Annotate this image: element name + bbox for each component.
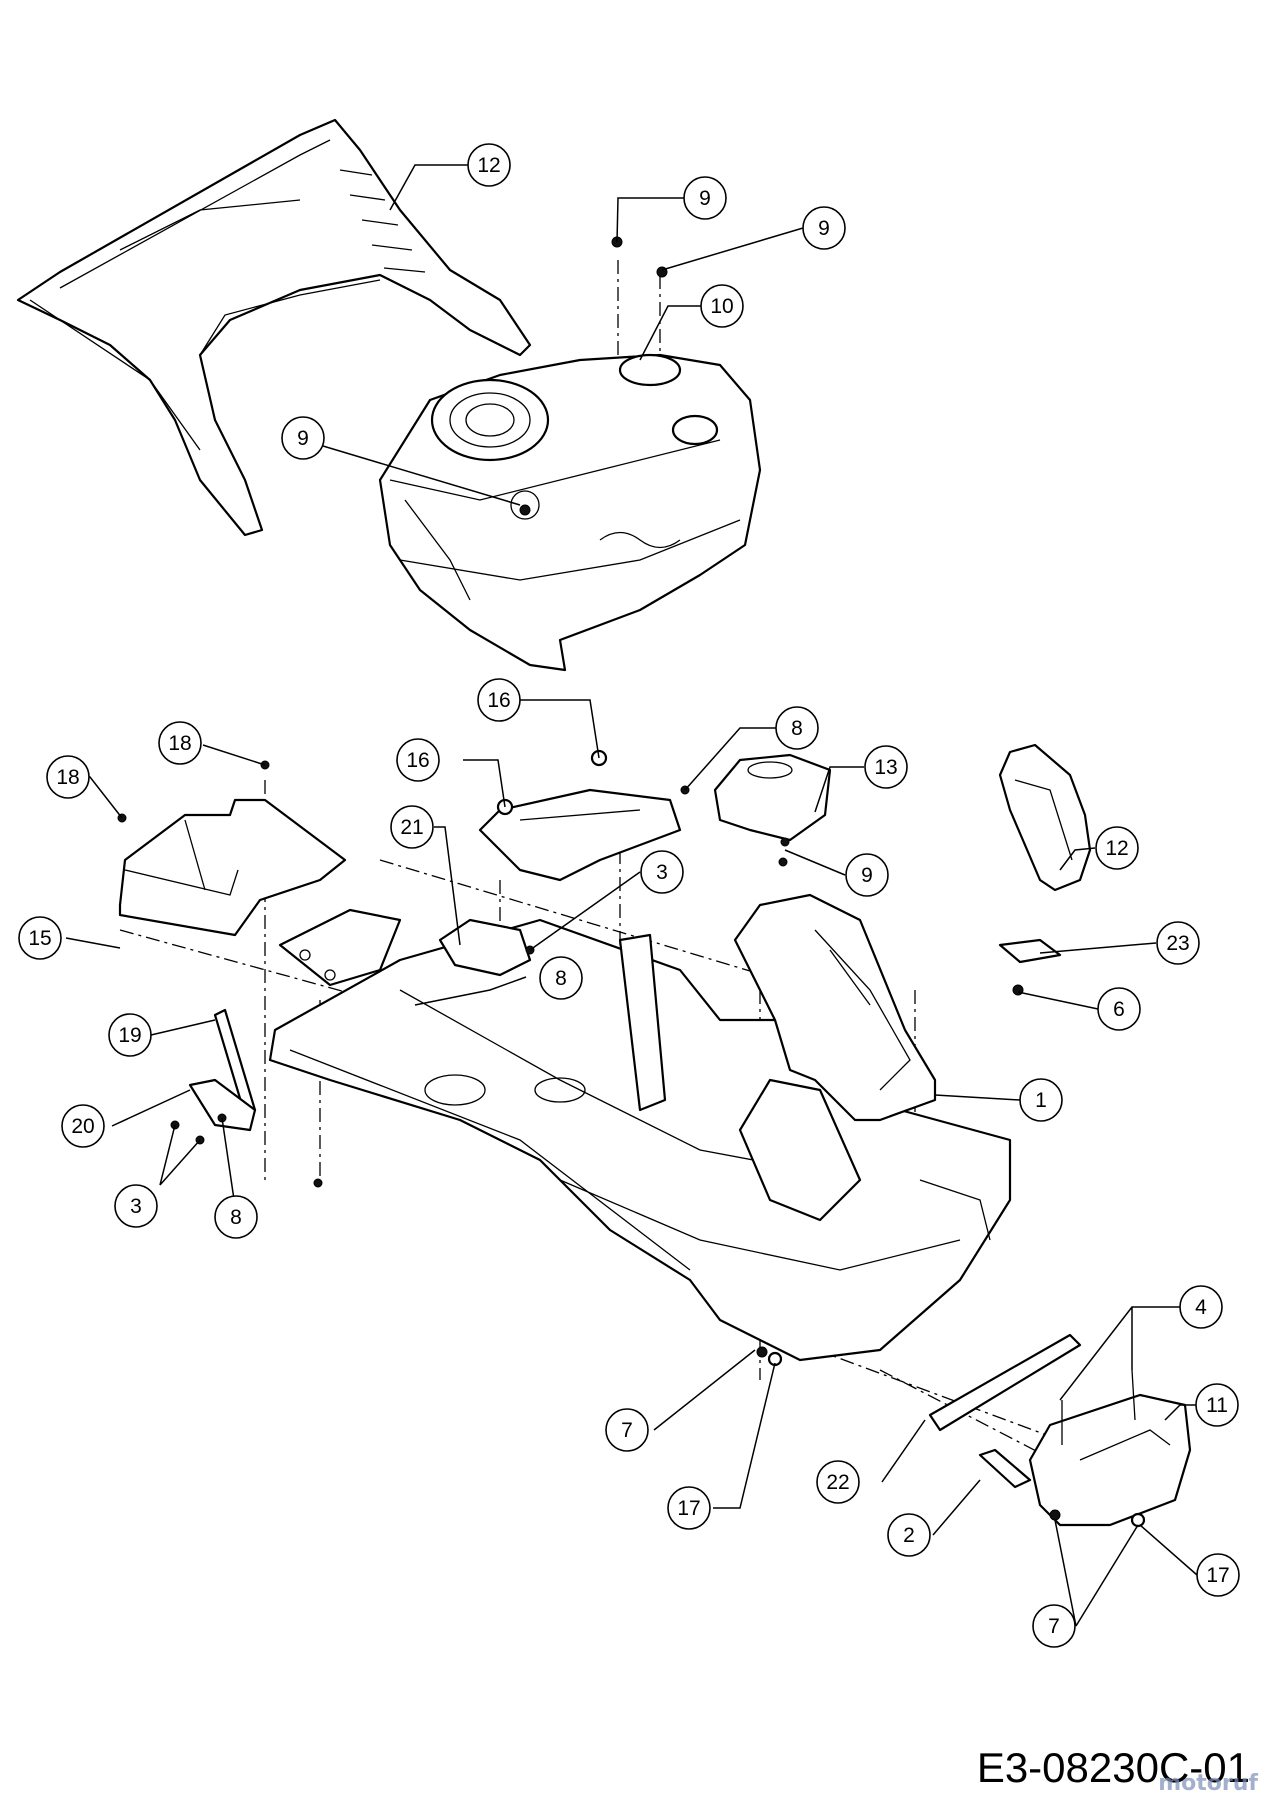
- callout-5: 8: [775, 706, 819, 750]
- svg-text:8: 8: [230, 1206, 242, 1229]
- callout-balloons: 12 9 9 10 9 16 16 18 18 8 13: [18, 143, 1240, 1648]
- svg-text:9: 9: [818, 217, 830, 240]
- callout-9-right: 9: [845, 853, 889, 897]
- svg-text:16: 16: [406, 749, 429, 772]
- part-plate: [278, 908, 402, 987]
- svg-text:8: 8: [791, 717, 803, 740]
- callout-20: 20: [61, 1104, 105, 1148]
- svg-text:8: 8: [555, 967, 567, 990]
- part-frame: [268, 918, 1012, 1362]
- svg-text:20: 20: [71, 1115, 94, 1138]
- svg-text:12: 12: [1105, 837, 1128, 860]
- callout-8-left: 8: [214, 1195, 258, 1239]
- callout-15: 15: [18, 916, 62, 960]
- part-stay: [188, 1008, 257, 1132]
- svg-text:4: 4: [1195, 1296, 1207, 1319]
- callout-7-mid: 7: [605, 1408, 649, 1452]
- svg-text:3: 3: [656, 861, 668, 884]
- svg-text:2: 2: [903, 1524, 915, 1547]
- part-hood: [378, 353, 762, 672]
- callout-13: 13: [864, 745, 908, 789]
- callout-1: 1: [1019, 1078, 1063, 1122]
- callout-11: 11: [1195, 1383, 1239, 1427]
- callout-6: 6: [1097, 987, 1141, 1031]
- svg-text:17: 17: [1206, 1564, 1229, 1587]
- svg-text:19: 19: [118, 1024, 141, 1047]
- callout-17-mid: 17: [667, 1486, 711, 1530]
- svg-text:13: 13: [874, 756, 897, 779]
- drawing-code: E3-08230C-01: [976, 1744, 1250, 1791]
- callout-14: 12: [467, 143, 511, 187]
- svg-text:12: 12: [477, 154, 500, 177]
- callout-16-top: 16: [477, 678, 521, 722]
- callout-3-left: 3: [114, 1184, 158, 1228]
- svg-text:3: 3: [130, 1195, 142, 1218]
- svg-text:17: 17: [677, 1497, 700, 1520]
- svg-text:18: 18: [168, 732, 191, 755]
- svg-text:1: 1: [1035, 1089, 1047, 1112]
- callout-7-bottom: 7: [1032, 1604, 1076, 1648]
- callout-23: 23: [1156, 921, 1200, 965]
- part-right-panel: [998, 743, 1092, 964]
- svg-text:18: 18: [56, 766, 79, 789]
- callout-4: 4: [1179, 1285, 1223, 1329]
- svg-text:15: 15: [28, 927, 51, 950]
- svg-text:6: 6: [1113, 998, 1125, 1021]
- svg-text:9: 9: [297, 427, 309, 450]
- svg-text:22: 22: [826, 1471, 849, 1494]
- svg-text:7: 7: [621, 1419, 633, 1442]
- callout-9-top-right: 9: [802, 206, 846, 250]
- watermark-logo: motoruf: [1158, 1771, 1258, 1796]
- callout-18-left: 18: [46, 755, 90, 799]
- callout-2: 2: [887, 1513, 931, 1557]
- svg-text:9: 9: [861, 864, 873, 887]
- callout-8-mid: 8: [539, 956, 583, 1000]
- svg-text:21: 21: [400, 816, 423, 839]
- part-battery-tray: [438, 788, 682, 977]
- svg-text:11: 11: [1206, 1394, 1228, 1417]
- callout-10: 10: [700, 284, 744, 328]
- callout-9-top: 9: [683, 176, 727, 220]
- part-front-bumper: [928, 1333, 1192, 1527]
- part-side-panel: [16, 118, 532, 537]
- part-tower-cover: [733, 893, 937, 1122]
- svg-text:9: 9: [699, 187, 711, 210]
- svg-text:7: 7: [1048, 1615, 1060, 1638]
- svg-text:10: 10: [710, 295, 733, 318]
- callout-9-left: 9: [281, 416, 325, 460]
- callout-17-right: 17: [1196, 1553, 1240, 1597]
- callout-12: 12: [1095, 826, 1139, 870]
- callout-18-top: 18: [158, 721, 202, 765]
- callout-19: 19: [108, 1013, 152, 1057]
- part-left-bracket: [118, 798, 347, 937]
- part-dash-top: [713, 753, 832, 842]
- callout-16-left: 16: [396, 738, 440, 782]
- svg-text:23: 23: [1166, 932, 1189, 955]
- callout-21: 21: [390, 805, 434, 849]
- leader-lines: [65, 164, 1198, 1627]
- svg-text:16: 16: [487, 689, 510, 712]
- callout-3-mid: 3: [640, 850, 684, 894]
- callout-22: 22: [816, 1460, 860, 1504]
